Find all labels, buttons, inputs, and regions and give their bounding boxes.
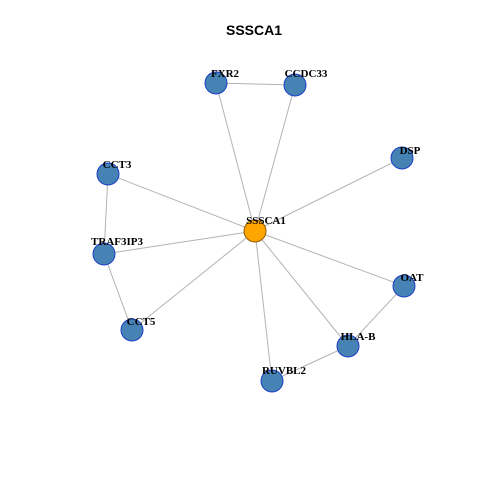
node-cct3[interactable] <box>96 162 120 186</box>
edge-sssca1-traf3ip3 <box>103 230 256 255</box>
node-label-hla-b: HLA-B <box>341 331 377 343</box>
edge-sssca1-oat <box>254 230 405 287</box>
edge-sssca1-cct3 <box>107 173 256 232</box>
node-ruvbl2[interactable] <box>260 369 284 393</box>
edge-sssca1-cct5 <box>131 230 256 331</box>
node-label-fxr2: FXR2 <box>211 68 240 80</box>
graph-title: SSSCA1 <box>226 22 282 38</box>
edge-sssca1-ruvbl2 <box>254 230 273 382</box>
node-hla-b[interactable] <box>336 334 360 358</box>
node-dsp[interactable] <box>390 146 414 170</box>
nodes-layer <box>92 71 416 393</box>
edge-sssca1-ccdc33 <box>254 84 296 232</box>
edge-cct3-traf3ip3 <box>103 173 109 255</box>
node-oat[interactable] <box>392 274 416 298</box>
node-label-oat: OAT <box>400 272 424 284</box>
node-label-cct3: CCT3 <box>103 159 132 171</box>
node-label-traf3ip3: TRAF3IP3 <box>91 236 143 248</box>
edge-sssca1-dsp <box>254 157 403 232</box>
node-traf3ip3[interactable] <box>92 242 116 266</box>
edge-oat-hla-b <box>347 285 405 347</box>
edge-sssca1-fxr2 <box>215 82 256 232</box>
node-sssca1[interactable] <box>243 219 267 243</box>
edge-hla-b-ruvbl2 <box>271 345 349 382</box>
node-label-ruvbl2: RUVBL2 <box>262 365 307 377</box>
edges-layer <box>103 82 405 382</box>
edge-sssca1-hla-b <box>254 230 349 347</box>
node-cct5[interactable] <box>120 318 144 342</box>
node-ccdc33[interactable] <box>283 73 307 97</box>
edge-fxr2-ccdc33 <box>215 82 296 86</box>
edge-traf3ip3-cct5 <box>103 253 133 331</box>
node-label-cct5: CCT5 <box>127 316 156 328</box>
node-label-sssca1: SSSCA1 <box>246 215 286 227</box>
node-fxr2[interactable] <box>204 71 228 95</box>
node-label-ccdc33: CCDC33 <box>285 68 328 80</box>
node-label-dsp: DSP <box>400 145 421 157</box>
